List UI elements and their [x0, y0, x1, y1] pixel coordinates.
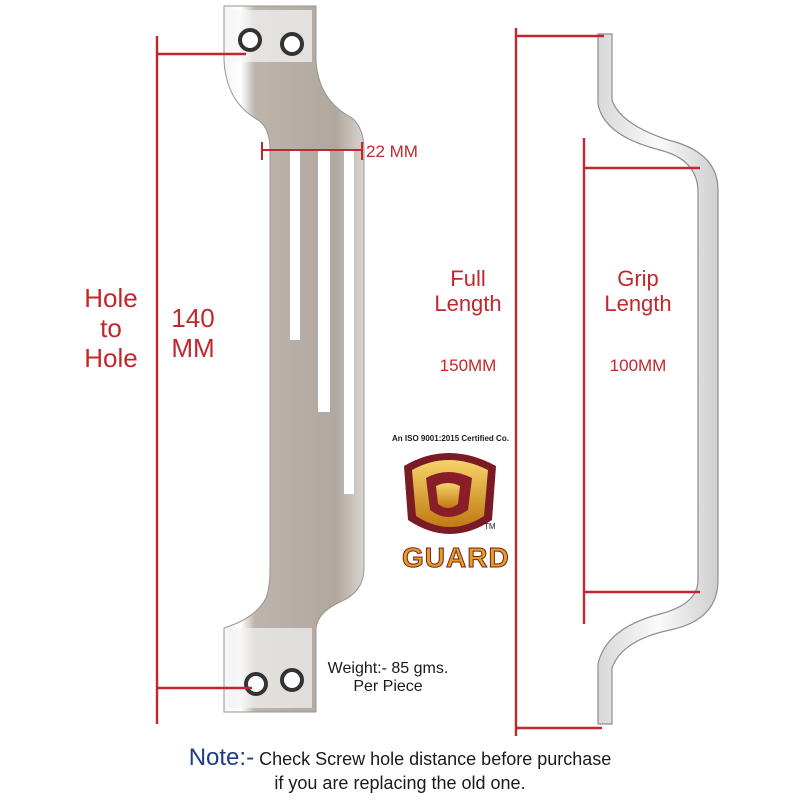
grip-length-value: 100MM — [609, 356, 667, 375]
length-label-line2: Length — [434, 291, 502, 317]
front-handle-body — [223, 5, 365, 713]
hole-dimension-value: 140 MM — [160, 303, 226, 364]
hole-dim-number: 140 — [171, 303, 215, 333]
to-label-line2: to — [100, 312, 122, 343]
width-dimension-value: 22 MM — [366, 142, 418, 161]
grip-label-line1: Grip — [617, 266, 659, 291]
full-length-label: Full Length — [420, 266, 516, 317]
note-keyword: Note:- — [188, 744, 255, 771]
hole-label-line1: Hole — [84, 283, 138, 313]
purchase-note: Note:- Check Screw hole distance before … — [0, 744, 800, 794]
hole-label-line3: Hole — [84, 342, 138, 373]
hole-to-hole-label: Hole to Hole — [76, 283, 146, 374]
dimension-grip-length — [582, 138, 700, 624]
guard-brand-text: GUARD — [402, 542, 510, 574]
front-handle — [223, 5, 365, 713]
note-line2: if you are replacing the old one. — [274, 772, 526, 793]
dimension-full-length — [514, 28, 604, 736]
grip-length-label: Grip Length — [590, 266, 686, 317]
side-handle-body — [597, 33, 719, 725]
screw-hole-top-left — [238, 28, 262, 52]
full-length-value: 150MM — [439, 356, 497, 375]
note-line1: Check Screw hole distance before purchas… — [259, 749, 612, 769]
weight-info: Weight:- 85 gms. Per Piece — [318, 660, 458, 697]
dimension-width — [261, 142, 363, 160]
full-label-line1: Full — [450, 266, 486, 291]
side-handle — [597, 33, 719, 725]
iso-certification-text: An ISO 9001:2015 Certified Co. — [392, 434, 509, 443]
screw-hole-top-right — [280, 32, 304, 56]
weight-line2: Per Piece — [353, 678, 423, 696]
screw-hole-bottom-right — [280, 668, 304, 692]
screw-hole-bottom-left — [244, 672, 268, 696]
grip-length-label-line2: Length — [604, 291, 672, 317]
trademark-text: TM — [484, 522, 496, 531]
guard-shield-logo — [404, 453, 496, 534]
dimension-hole-to-hole — [155, 36, 252, 724]
hole-dim-unit: MM — [171, 332, 215, 363]
weight-line1: Weight:- 85 gms. — [327, 660, 449, 677]
